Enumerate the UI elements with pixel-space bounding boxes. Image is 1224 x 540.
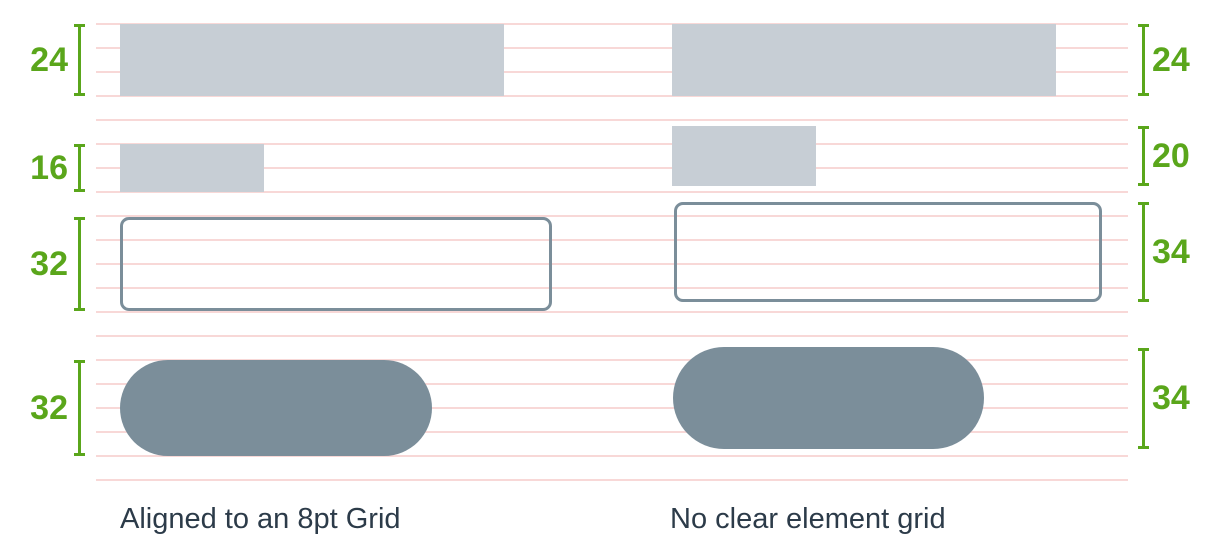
measure-bracket-right-34-pill <box>1138 348 1149 449</box>
measure-bracket-left-32-box <box>74 217 85 311</box>
measure-bracket-left-16 <box>74 144 85 192</box>
bracket-stem-icon <box>78 24 81 96</box>
measure-value-left-16: 16 <box>30 149 68 187</box>
bracket-cap-icon <box>1138 93 1149 96</box>
aligned-pill-32 <box>120 360 432 456</box>
bracket-cap-icon <box>74 453 85 456</box>
unaligned-outline-box-34 <box>674 202 1102 302</box>
bracket-cap-icon <box>1138 299 1149 302</box>
caption-no-grid: No clear element grid <box>670 503 946 535</box>
measure-value-left-24: 24 <box>30 41 68 79</box>
measure-bracket-left-32-pill <box>74 360 85 456</box>
aligned-bar-24 <box>120 24 504 96</box>
aligned-bar-16 <box>120 144 264 192</box>
bracket-stem-icon <box>78 217 81 311</box>
caption-aligned-grid: Aligned to an 8pt Grid <box>120 503 401 535</box>
measure-bracket-right-34-box <box>1138 202 1149 302</box>
unaligned-pill-34 <box>673 347 984 449</box>
measure-value-right-20: 20 <box>1152 137 1190 175</box>
aligned-outline-box-32 <box>120 217 552 311</box>
measure-value-right-34-pill: 34 <box>1152 379 1190 417</box>
bracket-cap-icon <box>74 308 85 311</box>
measure-bracket-right-20 <box>1138 126 1149 186</box>
unaligned-bar-24 <box>672 24 1056 96</box>
unaligned-bar-20 <box>672 126 816 186</box>
bracket-stem-icon <box>1142 348 1145 449</box>
bracket-stem-icon <box>1142 24 1145 96</box>
bracket-cap-icon <box>74 93 85 96</box>
measure-value-right-24: 24 <box>1152 41 1190 79</box>
bracket-cap-icon <box>1138 183 1149 186</box>
bracket-stem-icon <box>78 144 81 192</box>
bracket-stem-icon <box>78 360 81 456</box>
measure-bracket-left-24 <box>74 24 85 96</box>
bracket-stem-icon <box>1142 126 1145 186</box>
measure-value-left-32-box: 32 <box>30 245 68 283</box>
bracket-cap-icon <box>1138 446 1149 449</box>
measure-bracket-right-24 <box>1138 24 1149 96</box>
measure-value-right-34-box: 34 <box>1152 233 1190 271</box>
bracket-cap-icon <box>74 189 85 192</box>
measure-value-left-32-pill: 32 <box>30 389 68 427</box>
bracket-stem-icon <box>1142 202 1145 302</box>
